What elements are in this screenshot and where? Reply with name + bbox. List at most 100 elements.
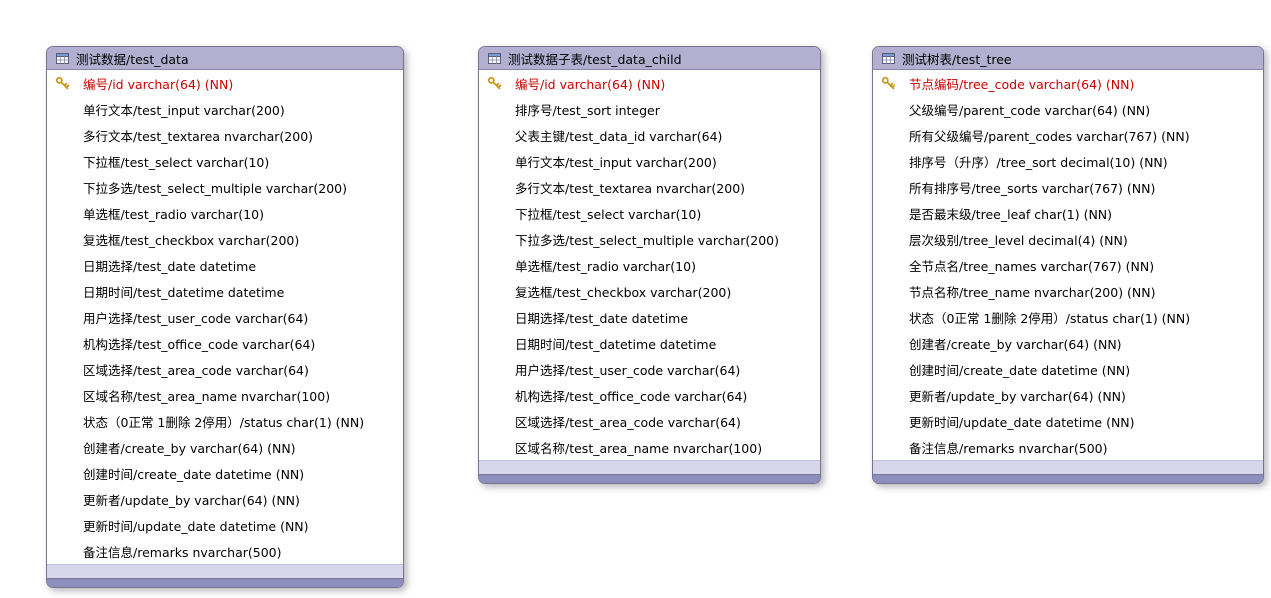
- field-row[interactable]: 复选框/test_checkbox varchar(200): [47, 226, 403, 252]
- key-column-spacer: [873, 180, 903, 195]
- field-label: 节点名称/tree_name nvarchar(200) (NN): [909, 284, 1156, 300]
- field-row[interactable]: 机构选择/test_office_code varchar(64): [479, 382, 820, 408]
- field-row[interactable]: 层次级别/tree_level decimal(4) (NN): [873, 226, 1263, 252]
- field-row[interactable]: 用户选择/test_user_code varchar(64): [479, 356, 820, 382]
- field-row[interactable]: 多行文本/test_textarea nvarchar(200): [47, 122, 403, 148]
- field-label: 父表主键/test_data_id varchar(64): [515, 128, 723, 144]
- key-column-spacer: [479, 180, 509, 195]
- field-label: 机构选择/test_office_code varchar(64): [515, 388, 748, 404]
- field-row[interactable]: 区域选择/test_area_code varchar(64): [479, 408, 820, 434]
- field-row[interactable]: 更新时间/update_date datetime (NN): [47, 512, 403, 538]
- key-column-spacer: [479, 388, 509, 403]
- field-row[interactable]: 备注信息/remarks nvarchar(500): [873, 434, 1263, 460]
- key-column-spacer: [47, 414, 77, 429]
- table-bottom-bar: [47, 578, 403, 587]
- table-test_data_child[interactable]: 测试数据子表/test_data_child 编号/id varchar(64)…: [478, 46, 821, 484]
- field-row-primary-key[interactable]: 节点编码/tree_code varchar(64) (NN): [873, 70, 1263, 96]
- table-icon: [882, 52, 895, 64]
- table-field-list: 节点编码/tree_code varchar(64) (NN) 父级编号/par…: [873, 70, 1263, 460]
- field-row[interactable]: 下拉框/test_select varchar(10): [47, 148, 403, 174]
- field-row[interactable]: 机构选择/test_office_code varchar(64): [47, 330, 403, 356]
- field-label: 编号/id varchar(64) (NN): [83, 76, 234, 92]
- field-row[interactable]: 创建时间/create_date datetime (NN): [47, 460, 403, 486]
- field-row[interactable]: 排序号（升序）/tree_sort decimal(10) (NN): [873, 148, 1263, 174]
- table-test_tree[interactable]: 测试树表/test_tree 节点编码/tree_code varchar(64…: [872, 46, 1264, 484]
- field-row[interactable]: 更新者/update_by varchar(64) (NN): [47, 486, 403, 512]
- field-row[interactable]: 区域名称/test_area_name nvarchar(100): [479, 434, 820, 460]
- field-label: 区域名称/test_area_name nvarchar(100): [515, 440, 763, 456]
- field-row-primary-key[interactable]: 编号/id varchar(64) (NN): [47, 70, 403, 96]
- field-row[interactable]: 日期选择/test_date datetime: [479, 304, 820, 330]
- key-column-spacer: [873, 362, 903, 377]
- field-row[interactable]: 用户选择/test_user_code varchar(64): [47, 304, 403, 330]
- field-row[interactable]: 创建者/create_by varchar(64) (NN): [47, 434, 403, 460]
- key-column-spacer: [873, 128, 903, 143]
- table-field-list: 编号/id varchar(64) (NN) 排序号/test_sort int…: [479, 70, 820, 460]
- field-row[interactable]: 日期时间/test_datetime datetime: [47, 278, 403, 304]
- field-label: 区域名称/test_area_name nvarchar(100): [83, 388, 331, 404]
- field-row[interactable]: 多行文本/test_textarea nvarchar(200): [479, 174, 820, 200]
- field-row[interactable]: 所有排序号/tree_sorts varchar(767) (NN): [873, 174, 1263, 200]
- table-title: 测试数据/test_data: [76, 51, 189, 67]
- key-column-spacer: [47, 336, 77, 351]
- field-row[interactable]: 单行文本/test_input varchar(200): [479, 148, 820, 174]
- field-row[interactable]: 复选框/test_checkbox varchar(200): [479, 278, 820, 304]
- field-label: 是否最末级/tree_leaf char(1) (NN): [909, 206, 1113, 222]
- field-row[interactable]: 区域名称/test_area_name nvarchar(100): [47, 382, 403, 408]
- table-title: 测试数据子表/test_data_child: [508, 51, 682, 67]
- field-row[interactable]: 全节点名/tree_names varchar(767) (NN): [873, 252, 1263, 278]
- field-row[interactable]: 节点名称/tree_name nvarchar(200) (NN): [873, 278, 1263, 304]
- key-column-spacer: [873, 154, 903, 169]
- field-label: 日期选择/test_date datetime: [83, 258, 257, 274]
- table-test_data[interactable]: 测试数据/test_data 编号/id varchar(64) (NN) 单行…: [46, 46, 404, 588]
- field-row[interactable]: 下拉多选/test_select_multiple varchar(200): [479, 226, 820, 252]
- field-row[interactable]: 状态（0正常 1删除 2停用）/status char(1) (NN): [47, 408, 403, 434]
- field-label: 单行文本/test_input varchar(200): [83, 102, 285, 118]
- field-row[interactable]: 备注信息/remarks nvarchar(500): [47, 538, 403, 564]
- field-label: 下拉多选/test_select_multiple varchar(200): [515, 232, 780, 248]
- field-label: 父级编号/parent_code varchar(64) (NN): [909, 102, 1151, 118]
- field-label: 备注信息/remarks nvarchar(500): [83, 544, 282, 560]
- primary-key-icon: [47, 76, 77, 91]
- field-label: 所有排序号/tree_sorts varchar(767) (NN): [909, 180, 1156, 196]
- field-label: 单选框/test_radio varchar(10): [515, 258, 696, 274]
- field-row[interactable]: 更新者/update_by varchar(64) (NN): [873, 382, 1263, 408]
- field-row[interactable]: 父级编号/parent_code varchar(64) (NN): [873, 96, 1263, 122]
- field-label: 用户选择/test_user_code varchar(64): [515, 362, 741, 378]
- field-row[interactable]: 单选框/test_radio varchar(10): [47, 200, 403, 226]
- table-header[interactable]: 测试树表/test_tree: [873, 47, 1263, 70]
- field-label: 下拉框/test_select varchar(10): [83, 154, 270, 170]
- field-row[interactable]: 下拉框/test_select varchar(10): [479, 200, 820, 226]
- key-column-spacer: [47, 232, 77, 247]
- field-label: 创建时间/create_date datetime (NN): [83, 466, 305, 482]
- field-row[interactable]: 父表主键/test_data_id varchar(64): [479, 122, 820, 148]
- field-label: 更新者/update_by varchar(64) (NN): [83, 492, 300, 508]
- field-row[interactable]: 更新时间/update_date datetime (NN): [873, 408, 1263, 434]
- key-column-spacer: [479, 154, 509, 169]
- key-column-spacer: [873, 258, 903, 273]
- table-header[interactable]: 测试数据子表/test_data_child: [479, 47, 820, 70]
- table-header[interactable]: 测试数据/test_data: [47, 47, 403, 70]
- field-row[interactable]: 单行文本/test_input varchar(200): [47, 96, 403, 122]
- field-row[interactable]: 下拉多选/test_select_multiple varchar(200): [47, 174, 403, 200]
- field-row-primary-key[interactable]: 编号/id varchar(64) (NN): [479, 70, 820, 96]
- key-column-spacer: [47, 128, 77, 143]
- field-row[interactable]: 是否最末级/tree_leaf char(1) (NN): [873, 200, 1263, 226]
- key-column-spacer: [47, 362, 77, 377]
- key-column-spacer: [47, 284, 77, 299]
- field-row[interactable]: 创建时间/create_date datetime (NN): [873, 356, 1263, 382]
- key-column-spacer: [47, 102, 77, 117]
- field-row[interactable]: 日期时间/test_datetime datetime: [479, 330, 820, 356]
- field-row[interactable]: 创建者/create_by varchar(64) (NN): [873, 330, 1263, 356]
- field-label: 编号/id varchar(64) (NN): [515, 76, 666, 92]
- key-column-spacer: [873, 310, 903, 325]
- field-row[interactable]: 排序号/test_sort integer: [479, 96, 820, 122]
- field-label: 创建者/create_by varchar(64) (NN): [909, 336, 1122, 352]
- key-column-spacer: [47, 258, 77, 273]
- field-row[interactable]: 单选框/test_radio varchar(10): [479, 252, 820, 278]
- field-row[interactable]: 区域选择/test_area_code varchar(64): [47, 356, 403, 382]
- field-row[interactable]: 日期选择/test_date datetime: [47, 252, 403, 278]
- field-row[interactable]: 所有父级编号/parent_codes varchar(767) (NN): [873, 122, 1263, 148]
- key-column-spacer: [873, 414, 903, 429]
- field-row[interactable]: 状态（0正常 1删除 2停用）/status char(1) (NN): [873, 304, 1263, 330]
